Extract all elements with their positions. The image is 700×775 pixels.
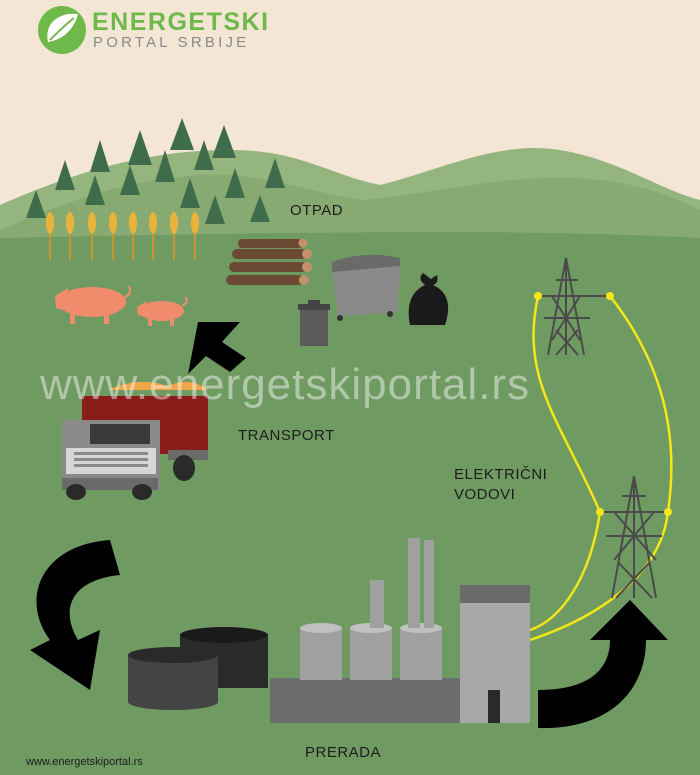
garbage-bag xyxy=(408,273,449,325)
arrow-curved-left xyxy=(30,540,120,690)
pylon-bottom xyxy=(598,475,670,599)
pig-small xyxy=(137,296,188,326)
log-pile xyxy=(226,238,312,285)
arrow-down xyxy=(188,322,246,374)
pylon-top xyxy=(536,257,610,356)
power-lines xyxy=(529,295,673,642)
leaf-globe-icon xyxy=(38,6,86,54)
pig-large xyxy=(55,285,132,324)
watermark: www.energetskiportal.rs xyxy=(40,360,531,409)
brand-subtitle: PORTAL SRBIJE xyxy=(93,34,250,51)
trash-bin xyxy=(298,300,330,346)
forest xyxy=(26,118,285,224)
dumpster xyxy=(332,254,400,321)
digester-tanks xyxy=(128,627,268,710)
footer-url[interactable]: www.energetskiportal.rs xyxy=(26,756,143,768)
processing-plant xyxy=(270,538,530,723)
label-otpad: OTPAD xyxy=(290,202,344,219)
brand-name: ENERGETSKI xyxy=(92,8,270,36)
arrow-curved-right xyxy=(538,600,668,729)
wheat-field xyxy=(46,212,199,260)
label-transport: TRANSPORT xyxy=(238,427,335,444)
label-vodovi-line1: ELEKTRIČNI xyxy=(454,466,548,483)
label-prerada: PRERADA xyxy=(305,744,382,761)
label-vodovi-line2: VODOVI xyxy=(454,486,516,503)
truck xyxy=(62,381,208,500)
